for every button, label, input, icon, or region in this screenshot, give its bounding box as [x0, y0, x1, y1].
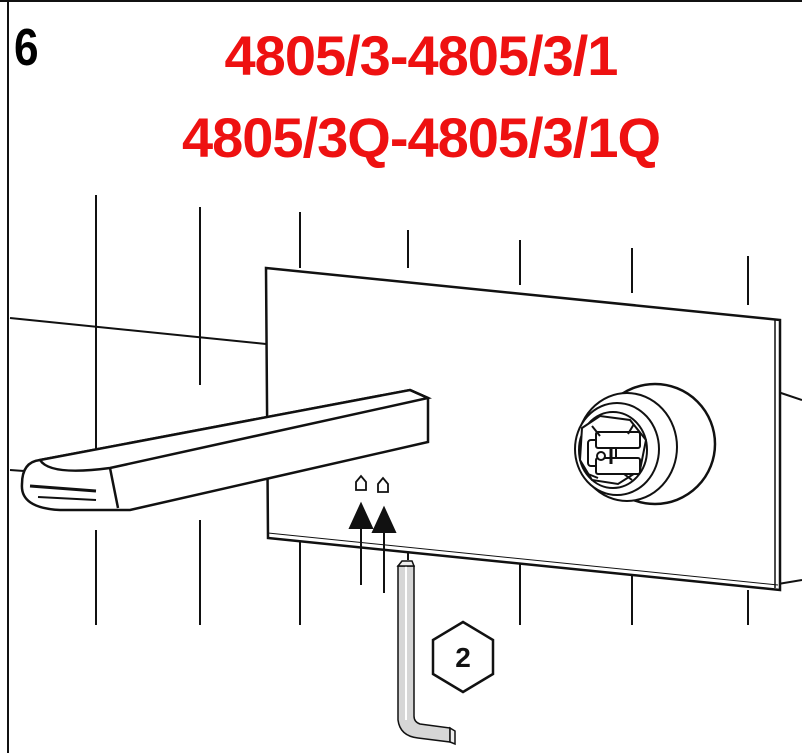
hex-size-label: 2 — [455, 642, 471, 673]
mixer-cartridge — [574, 382, 717, 506]
grub-screw-icon — [355, 474, 389, 493]
step-number: 6 — [14, 19, 39, 77]
wall-plate — [264, 266, 782, 592]
wall-tiles — [9, 195, 802, 625]
hexagon-badge: 2 — [431, 620, 495, 694]
hex-key-icon — [396, 560, 456, 746]
spout — [20, 388, 432, 512]
model-codes-line-1: 4805/3-4805/3/1 — [224, 24, 619, 87]
up-arrow-icon — [348, 501, 397, 593]
model-codes-line-2: 4805/3Q-4805/3/1Q — [181, 106, 661, 169]
